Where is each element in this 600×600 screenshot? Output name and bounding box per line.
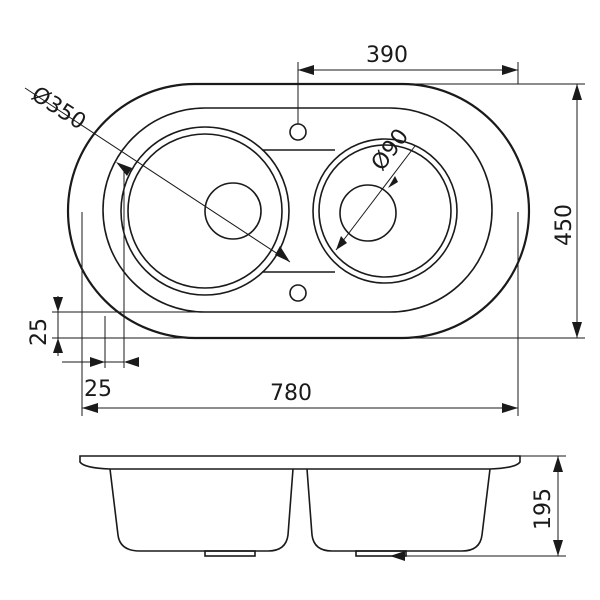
- dim25v-arrow-bottom: [53, 338, 63, 353]
- dim390-arrow-left: [298, 65, 314, 75]
- dim195-arrow-top: [553, 456, 563, 472]
- tap-hole-bottom: [289, 284, 307, 302]
- dim195-arrow-bottom: [553, 540, 563, 556]
- dim780-arrow-left: [82, 403, 98, 413]
- side-left-drain: [204, 550, 256, 557]
- dim25h-arrow-left: [90, 357, 105, 367]
- side-right-drain: [355, 550, 407, 557]
- side-left-bowl: [109, 468, 294, 552]
- dia90-leader: [335, 145, 416, 251]
- dim450-label: 450: [552, 204, 577, 246]
- dim390-label: 390: [366, 43, 408, 68]
- dim25h-label: 25: [84, 377, 112, 402]
- dim450-arrow-bottom: [572, 322, 582, 338]
- side-right-bowl: [306, 468, 491, 552]
- dim25h-arrow-right: [124, 357, 139, 367]
- top-view: Ø350 Ø90 390 450 780 25: [24, 43, 585, 416]
- tap-hole-top: [289, 123, 307, 141]
- dia350-label: Ø350: [27, 82, 90, 135]
- dim390-arrow-right: [502, 65, 518, 75]
- right-bowl-inner: [318, 144, 452, 278]
- dim195-arrow-side: [390, 551, 405, 561]
- dia350-arrow-start: [116, 162, 132, 176]
- sink-inner-rim: [102, 107, 493, 313]
- left-bowl-outer: [120, 126, 290, 296]
- dia90-arrow-end: [336, 236, 347, 250]
- dia90-arrow-start: [388, 176, 398, 188]
- left-bowl-inner: [127, 133, 283, 289]
- right-bowl-outer: [312, 138, 458, 284]
- dim25v-label: 25: [27, 318, 52, 346]
- dia90-label: Ø90: [367, 124, 414, 175]
- side-rim: [79, 455, 521, 470]
- dia350-leader: [24, 87, 291, 263]
- dim450-arrow-top: [572, 84, 582, 100]
- left-drain: [204, 182, 262, 240]
- dim25v-arrow-top: [53, 297, 63, 312]
- dia350-arrow-end: [275, 246, 290, 262]
- dim195-label: 195: [531, 488, 556, 530]
- dim780-label: 780: [270, 381, 312, 406]
- side-view: 195: [79, 455, 566, 561]
- right-drain: [339, 184, 397, 242]
- dim780-arrow-right: [502, 403, 518, 413]
